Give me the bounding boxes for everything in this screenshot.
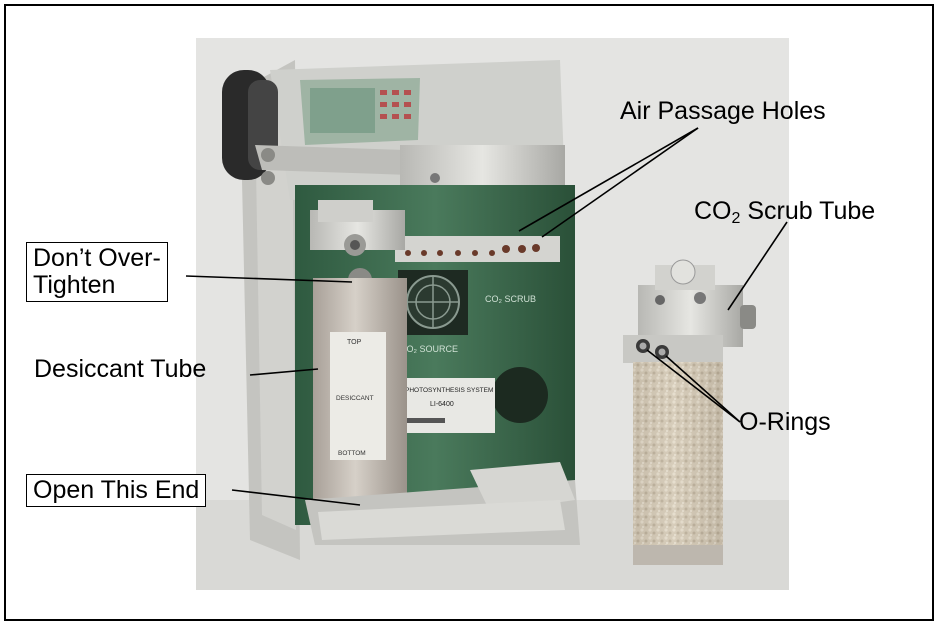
- svg-text:PHOTOSYNTHESIS SYSTEM: PHOTOSYNTHESIS SYSTEM: [405, 387, 493, 394]
- label-o-rings: O-Rings: [739, 408, 831, 436]
- svg-text:TOP: TOP: [347, 339, 362, 346]
- desiccant-tube: TOP DESICCANT BOTTOM: [310, 200, 407, 520]
- label-co2-scrub-tube: CO2 Scrub Tube: [694, 197, 876, 228]
- label-desiccant-tube: Desiccant Tube: [34, 355, 207, 383]
- svg-text:LI-6400: LI-6400: [430, 401, 454, 408]
- svg-text:BOTTOM: BOTTOM: [338, 450, 366, 457]
- svg-text:CO₂ SOURCE: CO₂ SOURCE: [400, 344, 458, 354]
- label-dont-over-tighten: Don’t Over- Tighten: [26, 242, 168, 302]
- svg-text:CO₂ SCRUB: CO₂ SCRUB: [485, 294, 536, 304]
- label-open-this-end: Open This End: [26, 474, 207, 507]
- figure-frame: [4, 4, 934, 621]
- svg-text:DESICCANT: DESICCANT: [336, 395, 374, 402]
- label-air-passage-holes: Air Passage Holes: [620, 97, 826, 125]
